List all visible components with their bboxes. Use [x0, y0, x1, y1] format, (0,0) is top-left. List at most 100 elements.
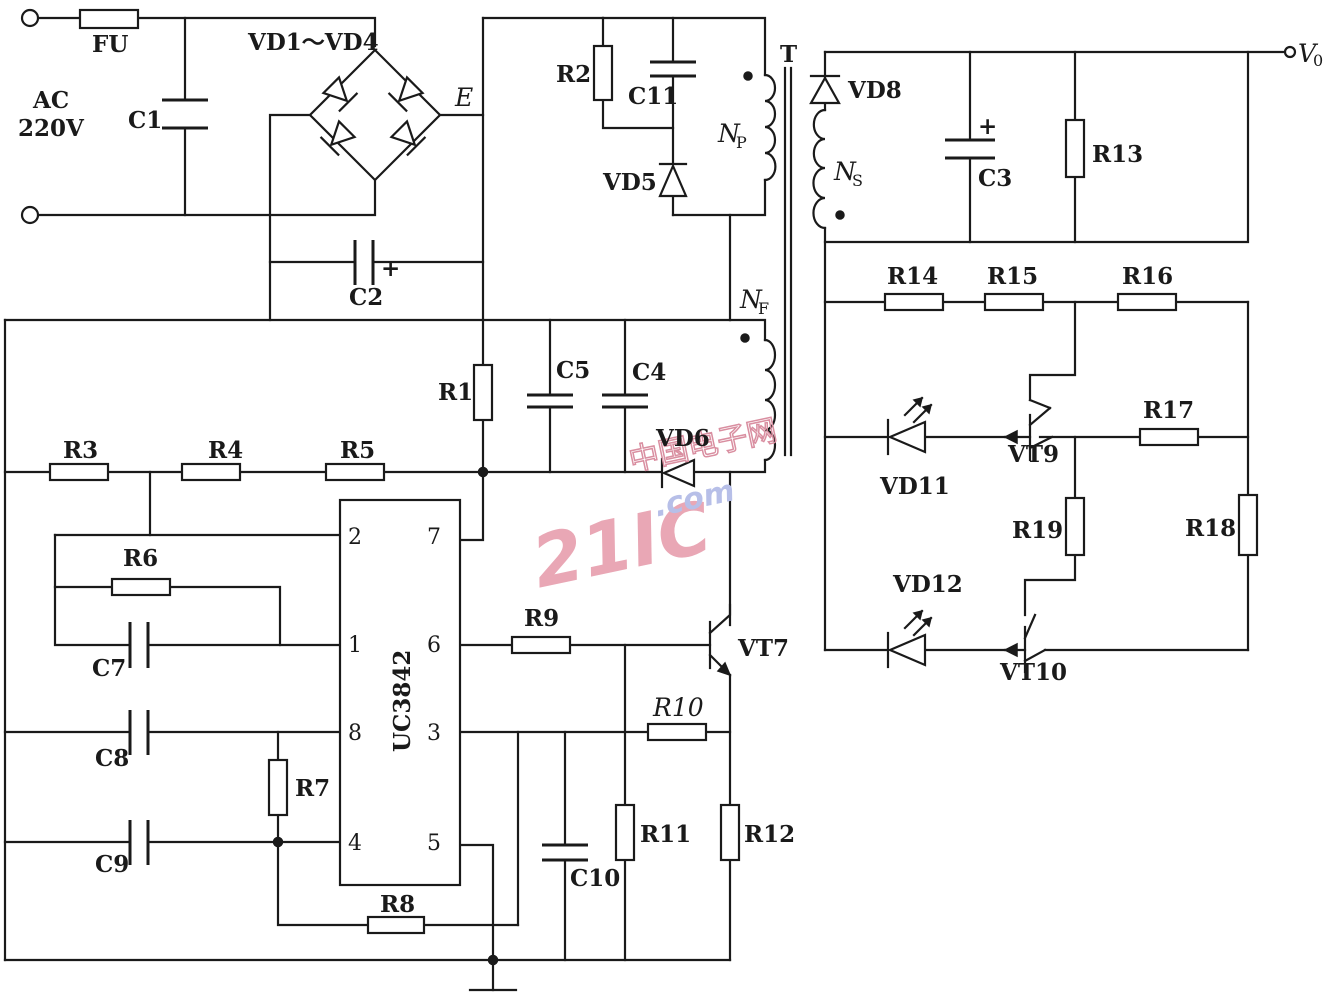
resistor-r6 [110, 577, 172, 597]
resistor-r14 [883, 292, 945, 312]
ic-pin-5: 5 [427, 831, 441, 856]
label-r8: R8 [380, 891, 415, 918]
capacitor-c8 [128, 710, 150, 755]
label-c1: C1 [128, 107, 162, 134]
label-ac-voltage: 220V [18, 115, 85, 142]
label-c11: C11 [628, 83, 678, 110]
label-fu: FU [92, 31, 128, 58]
capacitor-c11 [650, 60, 696, 78]
label-ns-sub: S [852, 171, 863, 190]
label-r3: R3 [63, 437, 98, 464]
ic-pin-3: 3 [427, 721, 441, 746]
transistor-vt9 [1003, 398, 1054, 462]
label-r9: R9 [524, 605, 559, 632]
label-r10: R10 [652, 693, 704, 722]
resistor-r11 [614, 803, 636, 862]
diode-vd8 [809, 74, 841, 105]
label-bridge: VD1～VD4 [247, 29, 379, 56]
label-transformer: T [780, 41, 797, 68]
resistor-r2 [592, 44, 614, 102]
label-np-main: N [717, 119, 741, 148]
label-c9: C9 [95, 851, 129, 878]
label-vt10: VT10 [999, 659, 1067, 686]
label-r15: R15 [987, 263, 1038, 290]
label-r2: R2 [556, 61, 591, 88]
label-np-sub: P [736, 133, 747, 152]
label-ns: N S [833, 157, 863, 190]
diode-vd5 [658, 162, 688, 198]
label-r12: R12 [744, 821, 795, 848]
led-vd12 [886, 609, 933, 669]
resistor-r12 [719, 803, 741, 862]
label-vd8: VD8 [847, 77, 902, 104]
ic-pin-1: 1 [348, 633, 362, 658]
transistor-vt7 [708, 603, 732, 677]
capacitor-c2 [353, 240, 375, 285]
capacitor-c4 [602, 393, 648, 409]
ic-pin-7: 7 [427, 525, 441, 550]
label-r18: R18 [1185, 515, 1236, 542]
label-vd11: VD11 [879, 473, 950, 500]
label-vo-sub: 0 [1313, 51, 1323, 70]
label-r17: R17 [1143, 397, 1194, 424]
label-c10: C10 [570, 865, 620, 892]
label-c3-plus: + [978, 113, 997, 140]
label-node-e: E [454, 83, 473, 112]
ic-uc3842 [338, 498, 462, 887]
ic-name: UC3842 [389, 650, 416, 752]
label-vo-main: V [1298, 39, 1319, 68]
label-c8: C8 [95, 745, 129, 772]
transistor-vt10 [1003, 613, 1047, 674]
wires [3, 16, 1287, 992]
resistor-r15 [983, 292, 1045, 312]
ic-pin-6: 6 [427, 633, 441, 658]
label-np: N P [717, 119, 747, 152]
ic-pin-4: 4 [348, 831, 362, 856]
ic-pin-8: 8 [348, 721, 362, 746]
label-r13: R13 [1092, 141, 1143, 168]
label-r19: R19 [1012, 517, 1063, 544]
label-vt7: VT7 [737, 635, 789, 662]
label-c7: C7 [92, 655, 126, 682]
label-c3: C3 [978, 165, 1012, 192]
resistor-r8 [366, 915, 426, 935]
resistor-r16 [1116, 292, 1178, 312]
transformer-t [740, 66, 845, 462]
label-vt9: VT9 [1007, 441, 1059, 468]
label-r1: R1 [438, 379, 473, 406]
label-r7: R7 [295, 775, 330, 802]
label-c2: C2 [349, 284, 383, 311]
label-vd5: VD5 [602, 169, 657, 196]
label-r6: R6 [123, 545, 158, 572]
resistor-r10 [646, 722, 708, 742]
capacitor-c5 [527, 393, 573, 409]
ic-pin-labels: 2 7 1 6 8 3 4 5 UC3842 [348, 525, 441, 856]
resistor-r1 [472, 363, 494, 422]
label-nf: N F [739, 285, 769, 318]
resistor-r9 [510, 635, 572, 655]
output-terminal [1283, 45, 1297, 59]
junctions [272, 466, 499, 966]
ic-pin-2: 2 [348, 525, 362, 550]
diode-vd6 [660, 457, 696, 489]
led-vd11 [886, 396, 933, 456]
ac-terminal-bottom [20, 205, 40, 225]
label-vd6: VD6 [655, 425, 710, 452]
ac-terminal-top [20, 8, 40, 28]
label-vd12: VD12 [892, 571, 963, 598]
label-c5: C5 [556, 357, 590, 384]
label-r16: R16 [1122, 263, 1173, 290]
bridge-rectifier [308, 48, 442, 182]
label-c4: C4 [632, 359, 666, 386]
capacitor-c3 [945, 138, 995, 160]
label-ns-main: N [833, 157, 857, 186]
label-nf-sub: F [758, 299, 769, 318]
label-r4: R4 [208, 437, 243, 464]
capacitor-c9 [128, 820, 150, 865]
label-ac: AC [32, 87, 69, 114]
fuse-fu [78, 8, 140, 30]
capacitor-c7 [128, 622, 150, 668]
label-r14: R14 [887, 263, 938, 290]
capacitor-c1 [162, 98, 208, 130]
